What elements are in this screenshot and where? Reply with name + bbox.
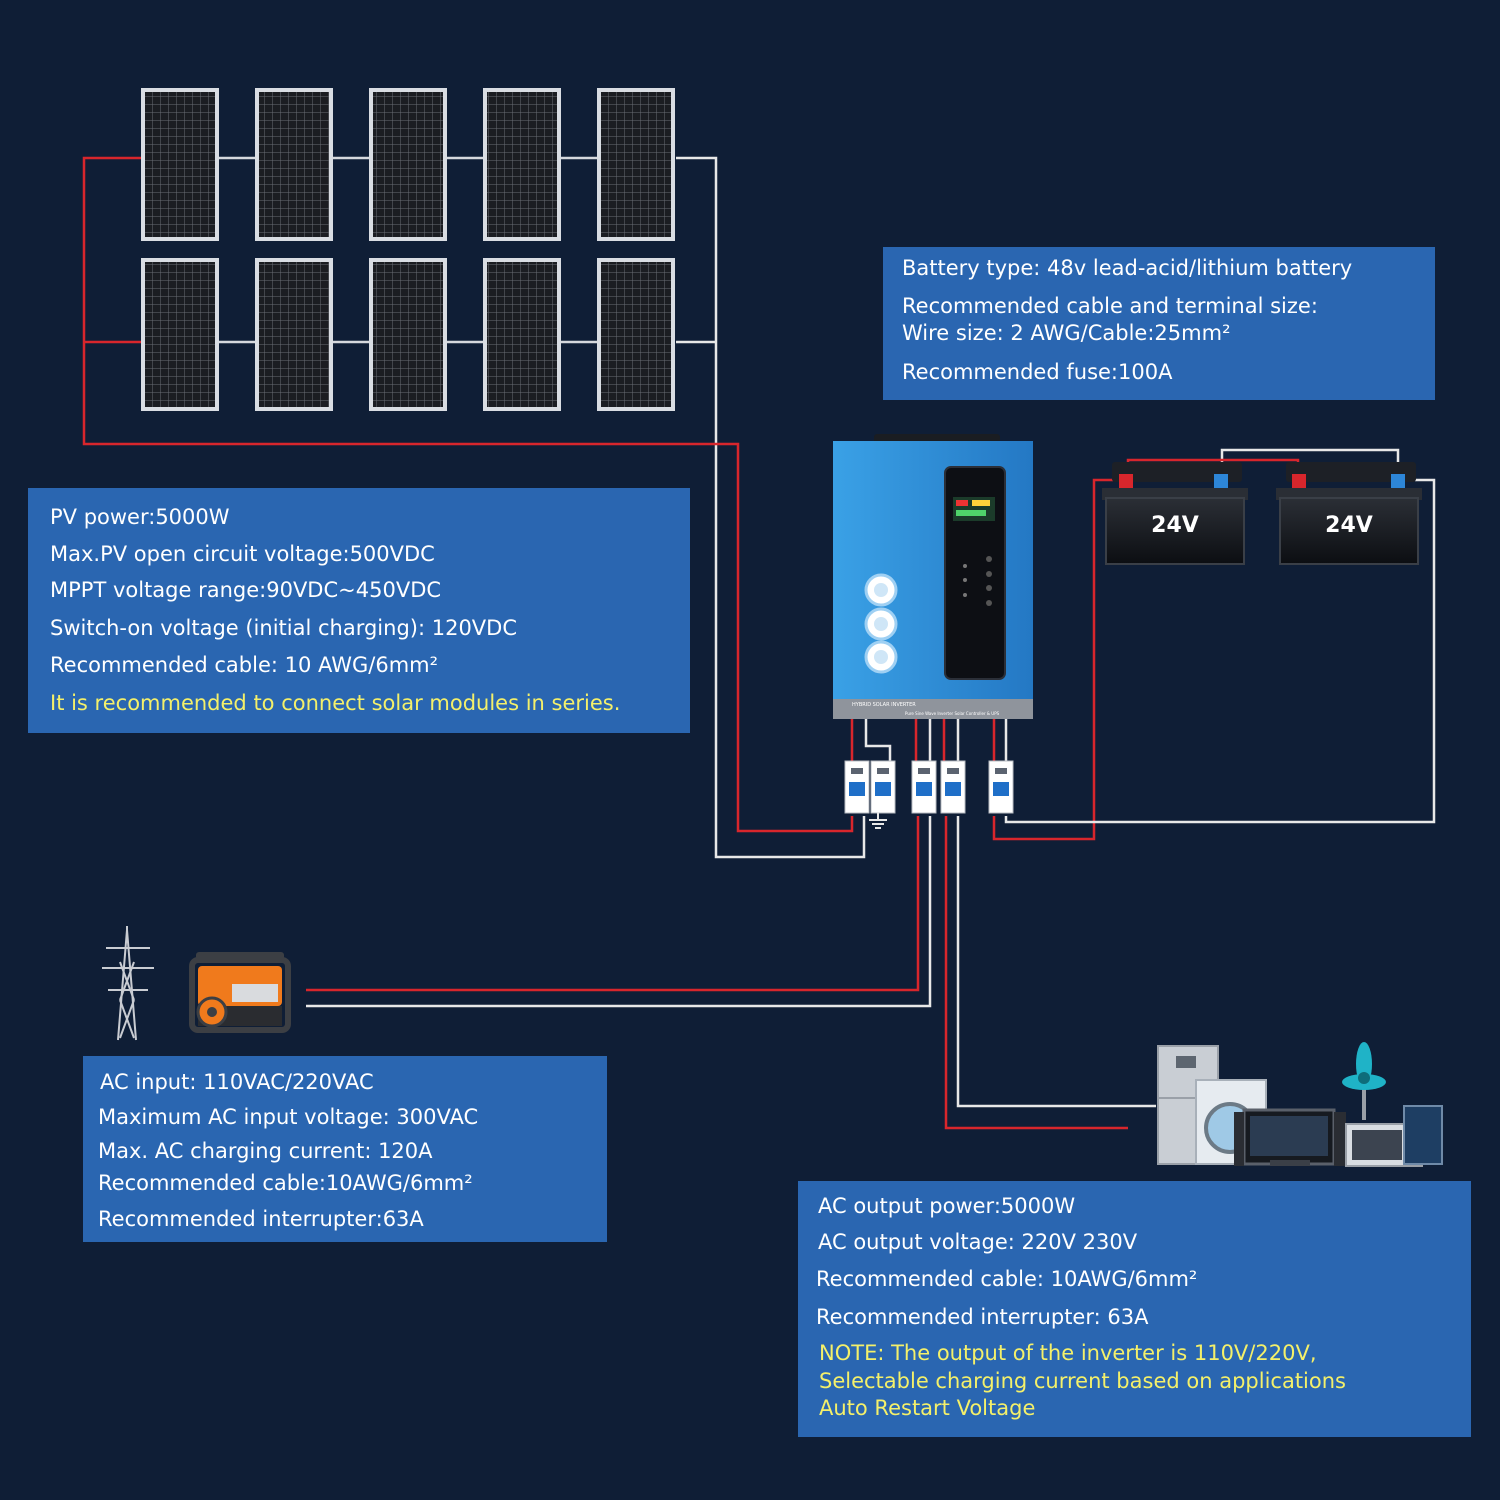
- breaker-switch: [849, 782, 865, 796]
- breaker-terminal: [918, 768, 930, 774]
- panel-led-3: [963, 593, 967, 597]
- pv-max-voltage-text: Max.PV open circuit voltage:500VDC: [50, 542, 435, 566]
- battery-1-body: [1105, 497, 1245, 565]
- solar-panel-cells: [373, 92, 443, 237]
- pv-switch-on-text: Switch-on voltage (initial charging): 12…: [50, 616, 518, 640]
- battery-1-positive-terminal: [1119, 474, 1133, 488]
- battery-negative-wire: [1004, 478, 1436, 824]
- hybrid-inverter: HYBRID SOLAR INVERTER Pure Sine Wave Inv…: [833, 434, 1033, 719]
- solar-panel-cells: [373, 262, 443, 407]
- battery-type-text: Battery type: 48v lead-acid/lithium batt…: [902, 256, 1353, 280]
- solar-panel-cells: [259, 262, 329, 407]
- inverter-bottom-panel: [833, 699, 1033, 719]
- pv-power-text: PV power:5000W: [50, 505, 230, 529]
- ac-output-neutral-wire: [956, 816, 1156, 1108]
- inverter-badge-icons: [864, 573, 898, 674]
- pv-positive-wire: [82, 156, 854, 833]
- battery-fuse-text: Recommended fuse:100A: [902, 360, 1173, 384]
- ac-input-text: AC input: 110VAC/220VAC: [100, 1070, 374, 1094]
- panel-button-1: [986, 556, 992, 562]
- ac-input-neutral-wire: [306, 816, 932, 1008]
- panel-series-links: [219, 156, 597, 344]
- battery-1-negative-terminal: [1214, 474, 1228, 488]
- pv-series-note: It is recommended to connect solar modul…: [50, 691, 621, 715]
- ac-output-interrupter-text: Recommended interrupter: 63A: [816, 1305, 1149, 1329]
- battery-2-lid: [1286, 462, 1416, 482]
- solar-array: [141, 88, 675, 411]
- wires: [82, 156, 1436, 1130]
- lcd-segment-1: [956, 500, 968, 506]
- panel-button-4: [986, 600, 992, 606]
- badge-icon-2-core: [874, 617, 888, 631]
- battery-cable-heading: Recommended cable and terminal size:: [902, 294, 1318, 318]
- solar-panel-cells: [259, 92, 329, 237]
- breaker-terminal: [995, 768, 1007, 774]
- lcd-segment-3: [956, 510, 986, 516]
- appliances-icon: [1157, 1042, 1443, 1167]
- solar-panel-cells: [487, 92, 557, 237]
- breaker-switch: [945, 782, 961, 796]
- coffee-machine-icon: [1403, 1105, 1443, 1165]
- ac-input-cable-text: Recommended cable:10AWG/6mm²: [98, 1171, 473, 1195]
- lcd-segment-2: [972, 500, 990, 506]
- ac-output-cable-text: Recommended cable: 10AWG/6mm²: [816, 1267, 1198, 1291]
- panel-led-2: [963, 578, 967, 582]
- ac-input-interrupter-text: Recommended interrupter:63A: [98, 1207, 424, 1231]
- inverter-brand-text: HYBRID SOLAR INVERTER: [852, 702, 916, 708]
- solar-panel-cells: [487, 262, 557, 407]
- panel-button-2: [986, 571, 992, 577]
- ac-charging-current-text: Max. AC charging current: 120A: [98, 1139, 433, 1163]
- breaker-switch: [993, 782, 1009, 796]
- breaker-switch: [916, 782, 932, 796]
- ac-output-spec-box: AC output power:5000W AC output voltage:…: [798, 1181, 1471, 1437]
- battery-2-body: [1279, 497, 1419, 565]
- solar-panel-cells: [601, 262, 671, 407]
- panel-button-3: [986, 585, 992, 591]
- battery-spec-box: Battery type: 48v lead-acid/lithium batt…: [883, 247, 1435, 400]
- inv-wire-2: [864, 718, 892, 763]
- ac-output-note-1: NOTE: The output of the inverter is 110V…: [819, 1341, 1317, 1365]
- badge-icon-1-core: [874, 583, 888, 597]
- ac-input-live-wire: [306, 816, 920, 992]
- ac-output-live-wire: [944, 816, 1128, 1130]
- battery-2: 24V: [1276, 462, 1422, 565]
- breaker-terminal: [851, 768, 863, 774]
- ac-output-note-3: Auto Restart Voltage: [819, 1396, 1036, 1420]
- ac-input-max-voltage-text: Maximum AC input voltage: 300VAC: [98, 1105, 479, 1129]
- pv-cable-text: Recommended cable: 10 AWG/6mm²: [50, 653, 439, 677]
- pv-negative-wire: [676, 156, 866, 859]
- battery-1-label: 24V: [1151, 513, 1199, 538]
- circuit-breakers: [844, 760, 1014, 814]
- battery-bank: 24V 24V: [1102, 462, 1422, 565]
- generator-icon: [189, 952, 291, 1033]
- battery-wire-size-text: Wire size: 2 AWG/Cable:25mm²: [902, 321, 1231, 345]
- breaker-terminal: [877, 768, 889, 774]
- battery-1-lid: [1112, 462, 1242, 482]
- ac-output-power-text: AC output power:5000W: [818, 1194, 1076, 1218]
- battery-positive-wire: [992, 478, 1124, 841]
- solar-panel-cells: [601, 92, 671, 237]
- ac-output-voltage-text: AC output voltage: 220V 230V: [818, 1230, 1138, 1254]
- power-tower-icon: [102, 926, 154, 1041]
- breaker-switch: [875, 782, 891, 796]
- solar-panel-cells: [145, 92, 215, 237]
- pv-mppt-range-text: MPPT voltage range:90VDC~450VDC: [50, 578, 442, 602]
- pv-spec-box: PV power:5000W Max.PV open circuit volta…: [28, 488, 690, 733]
- ground-symbol-icon: [869, 812, 887, 829]
- solar-panel-cells: [145, 262, 215, 407]
- battery-2-negative-terminal: [1391, 474, 1405, 488]
- breaker-terminal: [947, 768, 959, 774]
- ac-input-spec-box: AC input: 110VAC/220VAC Maximum AC input…: [83, 1056, 607, 1242]
- badge-icon-3-core: [874, 650, 888, 664]
- battery-1: 24V: [1102, 462, 1248, 565]
- inverter-subtitle-text: Pure Sine Wave Inverter Solar Controller…: [905, 711, 1000, 716]
- panel-led-1: [963, 564, 967, 568]
- battery-2-label: 24V: [1325, 513, 1373, 538]
- battery-2-positive-terminal: [1292, 474, 1306, 488]
- fan-icon: [1342, 1042, 1386, 1120]
- ac-output-note-2: Selectable charging current based on app…: [819, 1369, 1346, 1393]
